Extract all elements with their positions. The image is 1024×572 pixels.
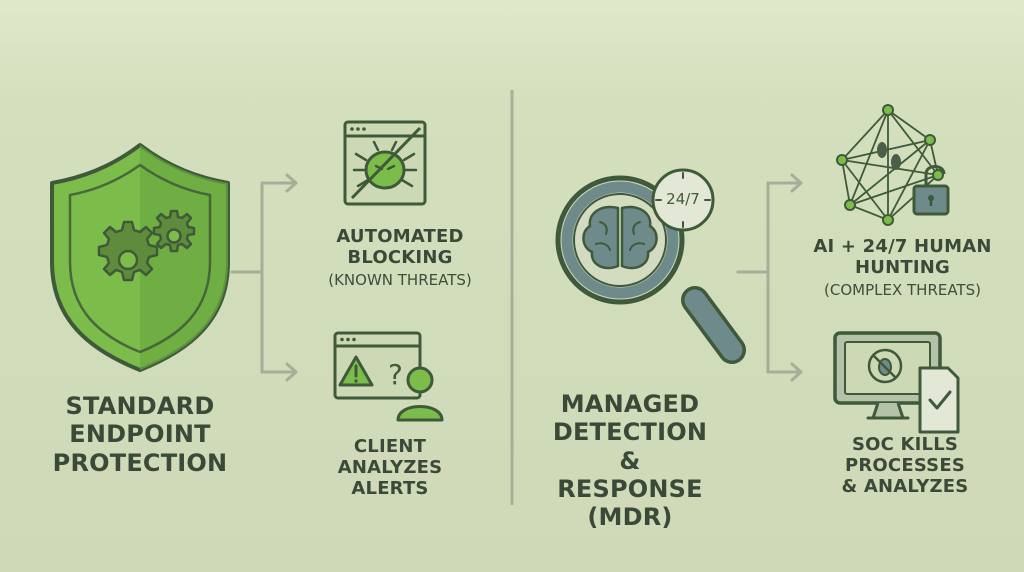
right-main-label: MANAGED DETECTION & RESPONSE (MDR)	[552, 390, 708, 532]
svg-text:?: ?	[388, 358, 403, 391]
clock-text: 24/7	[666, 190, 700, 208]
left-arrow-bottom	[285, 362, 298, 382]
left-arrow-top	[285, 173, 298, 193]
right-arrow-bottom	[790, 362, 803, 382]
ai-hunting-label: AI + 24/7 HUMAN HUNTING (COMPLEX THREATS…	[795, 236, 1010, 300]
soc-kills-label: SOC KILLS PROCESSES & ANALYZES	[841, 434, 969, 498]
automated-blocking-label: AUTOMATED BLOCKING (KNOWN THREATS)	[300, 226, 500, 290]
complex-threats-subtitle: (COMPLEX THREATS)	[824, 281, 981, 300]
right-arrow-top	[790, 173, 803, 193]
known-threats-subtitle: (KNOWN THREATS)	[328, 271, 472, 290]
left-main-label: STANDARD ENDPOINT PROTECTION	[52, 392, 228, 477]
client-analyzes-label: CLIENT ANALYZES ALERTS	[337, 436, 443, 500]
